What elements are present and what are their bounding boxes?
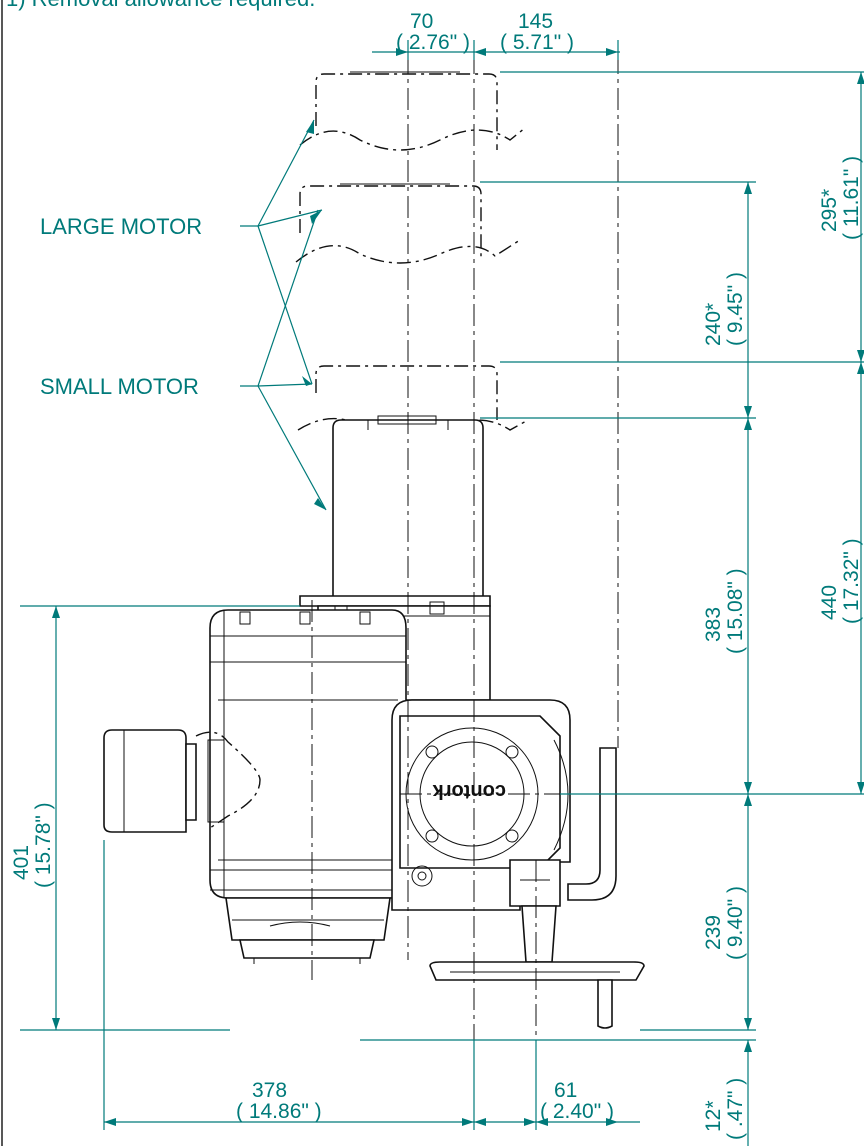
handwheel bbox=[429, 905, 645, 1029]
dim-70-inch: ( 2.76" ) bbox=[396, 31, 470, 54]
dim-378-mm: 378 bbox=[252, 1079, 287, 1102]
dim-383-mm: 383 bbox=[702, 607, 725, 642]
dim-12-mm: 12* bbox=[702, 1100, 725, 1132]
lever-handle bbox=[509, 747, 617, 907]
dim-401-mm: 401 bbox=[10, 845, 33, 880]
dim-440-inch: ( 17.32" ) bbox=[840, 538, 863, 624]
main-gearbox-body bbox=[209, 609, 407, 899]
dim-440-mm: 440 bbox=[818, 585, 841, 620]
dim-378-inch: ( 14.86" ) bbox=[236, 1100, 322, 1123]
removal-allowance-note: 1) Removal allowance required. bbox=[6, 0, 315, 11]
dim-145-inch: ( 5.71" ) bbox=[500, 31, 574, 54]
small-motor-phantom-upper bbox=[295, 183, 521, 264]
dim-240-inch: ( 9.45" ) bbox=[724, 272, 747, 346]
dim-295-mm: 295* bbox=[818, 189, 841, 232]
dim-12-inch: ( .47" ) bbox=[724, 1078, 747, 1140]
dim-bottom bbox=[103, 840, 640, 1130]
dim-240-mm: 240* bbox=[702, 303, 725, 346]
dim-145-mm: 145 bbox=[518, 10, 553, 33]
contork-logo: contork bbox=[432, 780, 506, 802]
gearbox-base bbox=[225, 897, 391, 964]
large-motor-phantom bbox=[299, 71, 526, 151]
dim-239-mm: 239 bbox=[702, 915, 725, 950]
dim-70-mm: 70 bbox=[410, 10, 433, 33]
small-motor-label: SMALL MOTOR bbox=[40, 374, 199, 399]
handwheel-side-cover bbox=[103, 729, 261, 833]
dim-383-inch: ( 15.08" ) bbox=[724, 568, 747, 654]
dim-right bbox=[360, 71, 864, 1146]
dim-401-inch: ( 15.78" ) bbox=[32, 802, 55, 888]
dim-61-inch: ( 2.40" ) bbox=[540, 1100, 614, 1123]
dim-295-inch: ( 11.61" ) bbox=[840, 156, 863, 240]
dim-top bbox=[372, 40, 620, 60]
large-motor-label: LARGE MOTOR bbox=[40, 214, 202, 239]
dim-61-mm: 61 bbox=[554, 1079, 577, 1102]
dim-left bbox=[20, 605, 300, 1031]
dim-239-inch: ( 9.40" ) bbox=[724, 886, 747, 960]
motor-leader-lines bbox=[240, 119, 327, 511]
control-module bbox=[391, 699, 571, 911]
